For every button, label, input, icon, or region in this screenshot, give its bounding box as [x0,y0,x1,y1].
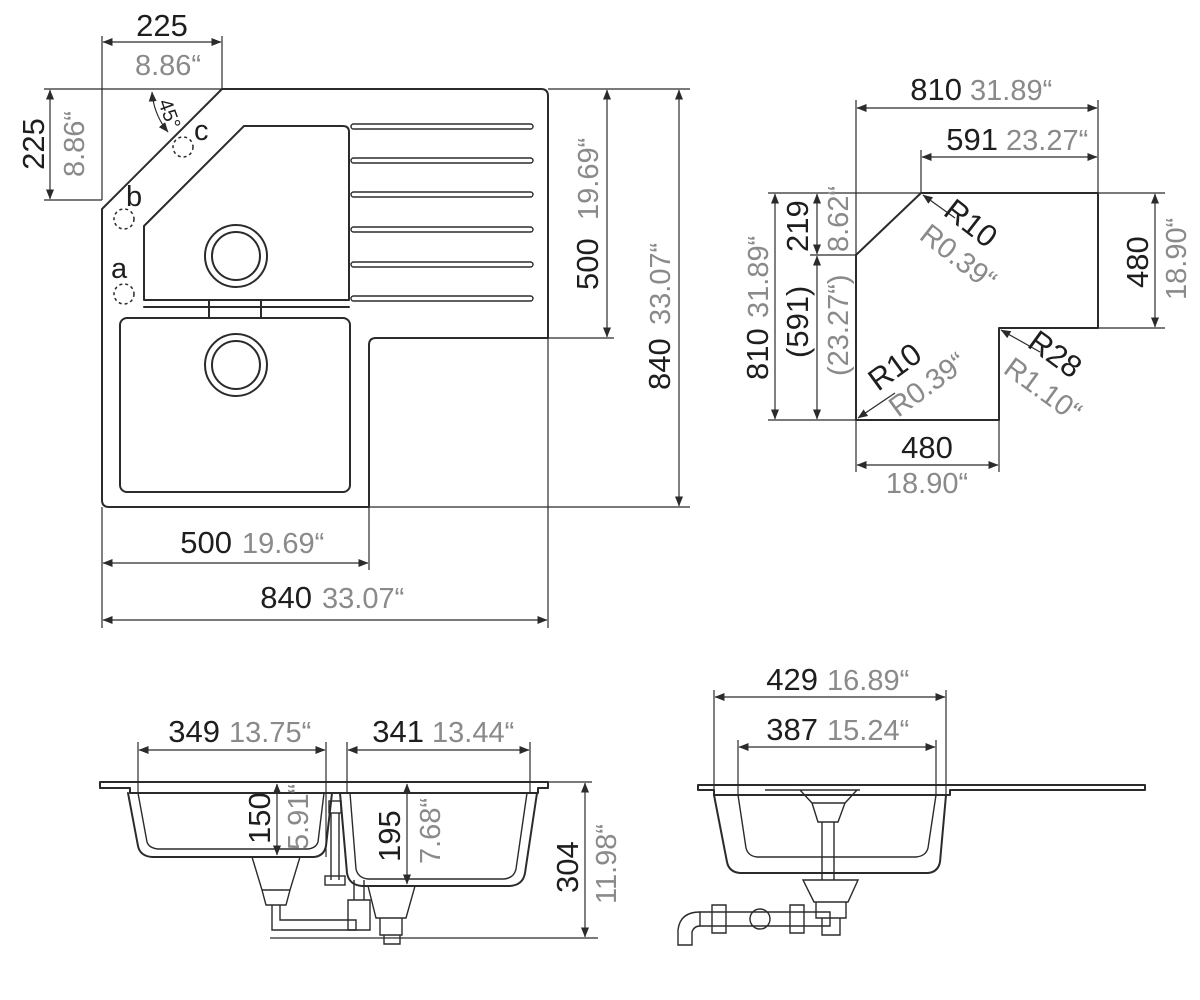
dim-front-bowl-left-inch: 13.75“ [229,717,311,749]
dim-cutout-inner-width-mm: 591 [946,122,998,157]
leader-radius-inner [1000,329,1041,353]
angle-arc [148,91,169,133]
front-waste-right [367,885,416,945]
dim-cutout-total-height-mm: 810 [740,328,775,380]
dim-total-height-inch: 33.07“ [645,243,677,325]
dim-cutout-inner-width-inch: 23.27“ [1006,125,1088,157]
leader-radius-top [922,194,956,219]
dim-front-bowl-right-mm: 341 [372,714,424,749]
dim-drainer-height-inch: 19.69“ [573,138,605,220]
front-waste-left [251,856,357,931]
dim-side-outer-inch: 16.89“ [827,665,909,697]
tap-hole-a [113,283,135,305]
dim-cutout-inner-height-mm: (591) [780,286,815,358]
dim-cutout-bottom-width-mm: 480 [901,430,953,465]
right-bowl [119,317,351,493]
dim-bowl-width-mm: 500 [180,525,232,560]
drain-right [204,333,268,397]
side-waste [801,879,860,936]
dim-cutout-right-height-inch: 18.90“ [1161,218,1193,300]
hole-a-label: a [111,253,128,285]
dim-cutout-inner-height-inch: (23.27“) [823,274,855,376]
dim-side-outer-mm: 429 [766,662,818,697]
dim-cutout-chamfer-height-inch: 8.62“ [823,186,855,252]
tap-hole-c [172,136,194,158]
dim-cutout-chamfer-height-mm: 219 [780,200,815,252]
dim-total-width-mm: 840 [260,580,312,615]
hole-c-label: c [194,115,209,147]
dim-bowl-width-inch: 19.69“ [242,528,324,560]
dim-front-total-depth-mm: 304 [550,841,585,893]
worktop-rim [99,781,549,794]
dim-front-depth-left-mm: 150 [242,792,277,844]
dim-cutout-width-mm: 810 [910,72,962,107]
dim-corner-height-inch: 8.86“ [59,111,91,177]
front-right-bowl [339,792,538,887]
hole-b-label: b [126,181,142,213]
dim-side-inner-mm: 387 [766,712,818,747]
dim-total-height-mm: 840 [642,338,677,390]
leader-radius-bottom [857,392,896,419]
overflow-bridge [208,299,262,319]
tap-hole-b [113,208,135,230]
drain-left [204,224,268,288]
dim-front-depth-left-inch: 5.91“ [283,784,315,850]
dim-front-depth-right-inch: 7.68“ [415,798,447,864]
front-section: 349 13.75“ 341 13.44“ 150 5.91“ 195 7.68… [99,714,623,945]
drainer-grooves [350,123,534,302]
dim-front-bowl-right-inch: 13.44“ [432,717,514,749]
sink-outline [101,88,549,508]
side-bowl-inner [737,794,937,858]
angle-label: 45° [153,96,184,132]
front-left-bowl [127,792,333,858]
dim-cutout-width-inch: 31.89“ [970,75,1052,107]
side-strainer [765,789,860,880]
side-bowl-outer [713,794,947,874]
cutout-view: 810 31.89“ 591 23.27“ 219 8.62“ (591) (2… [740,72,1193,500]
dim-corner-height-mm: 225 [16,118,51,170]
dim-front-depth-right-mm: 195 [372,810,407,862]
top-view: a b c 45° 225 8.86“ 225 8.86“ 500 19.69“… [16,8,690,628]
dim-drainer-height-mm: 500 [570,238,605,290]
dim-front-total-depth-inch: 11.98“ [591,824,623,904]
cutout-outline [855,192,1099,421]
dim-cutout-bottom-width-inch: 18.90“ [886,468,968,500]
side-outlet-pipe [699,904,831,934]
side-rim [697,784,1146,796]
side-section: 429 16.89“ 387 15.24“ [677,662,1146,946]
dim-cutout-right-height-mm: 480 [1120,236,1155,288]
dim-corner-width-inch: 8.86“ [135,50,201,82]
dim-total-width-inch: 33.07“ [322,583,404,615]
dim-cutout-total-height-inch: 31.89“ [743,236,775,318]
dim-corner-width-mm: 225 [136,8,188,43]
dim-front-bowl-left-mm: 349 [168,714,220,749]
dim-side-inner-inch: 15.24“ [827,715,909,747]
